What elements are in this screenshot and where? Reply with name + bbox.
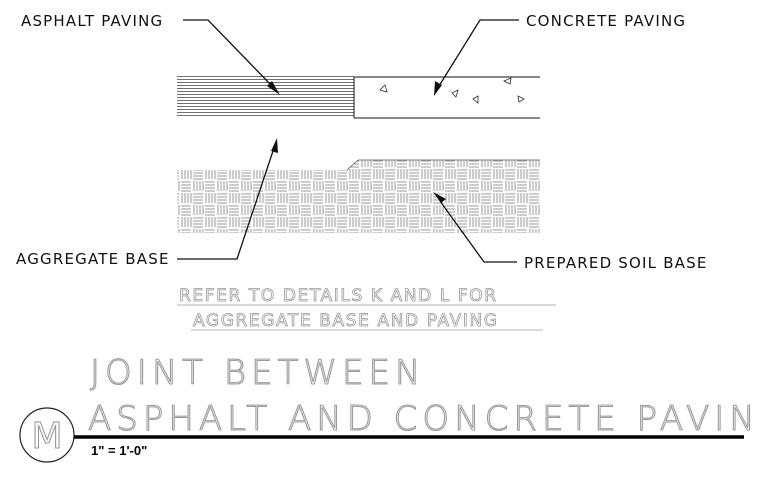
- reference-note: REFER TO DETAILS K AND L FOR AGGREGATE B…: [177, 286, 556, 331]
- label-concrete-paving: CONCRETE PAVING: [526, 12, 686, 30]
- note-line-1: REFER TO DETAILS K AND L FOR: [179, 286, 498, 306]
- leader-prepared-soil-base: [433, 192, 517, 263]
- leader-asphalt-paving: [183, 19, 280, 95]
- scale-text: 1" = 1'-0": [91, 443, 147, 458]
- detail-mark-letter: M: [31, 416, 62, 457]
- leader-concrete-paving: [434, 19, 519, 96]
- label-asphalt-paving: ASPHALT PAVING: [21, 12, 163, 30]
- note-line-2: AGGREGATE BASE AND PAVING: [193, 311, 499, 331]
- aggregate-triangle: [379, 84, 388, 93]
- detail-mark-circle: [19, 407, 75, 463]
- concrete-paving-section: [353, 76, 540, 119]
- label-prepared-soil-base: PREPARED SOIL BASE: [524, 254, 708, 272]
- leader-aggregate-base: [177, 138, 278, 260]
- asphalt-paving-section: [177, 75, 354, 118]
- aggregate-triangle: [517, 95, 525, 103]
- title-line-2: ASPHALT AND CONCRETE PAVING: [88, 399, 760, 439]
- aggregate-triangle: [503, 77, 512, 85]
- aggregate-base-section: [177, 159, 540, 233]
- aggregate-triangle: [451, 89, 459, 98]
- aggregate-triangle: [472, 95, 479, 104]
- title-line-1: JOINT BETWEEN: [90, 353, 425, 393]
- label-aggregate-base: AGGREGATE BASE: [16, 250, 170, 268]
